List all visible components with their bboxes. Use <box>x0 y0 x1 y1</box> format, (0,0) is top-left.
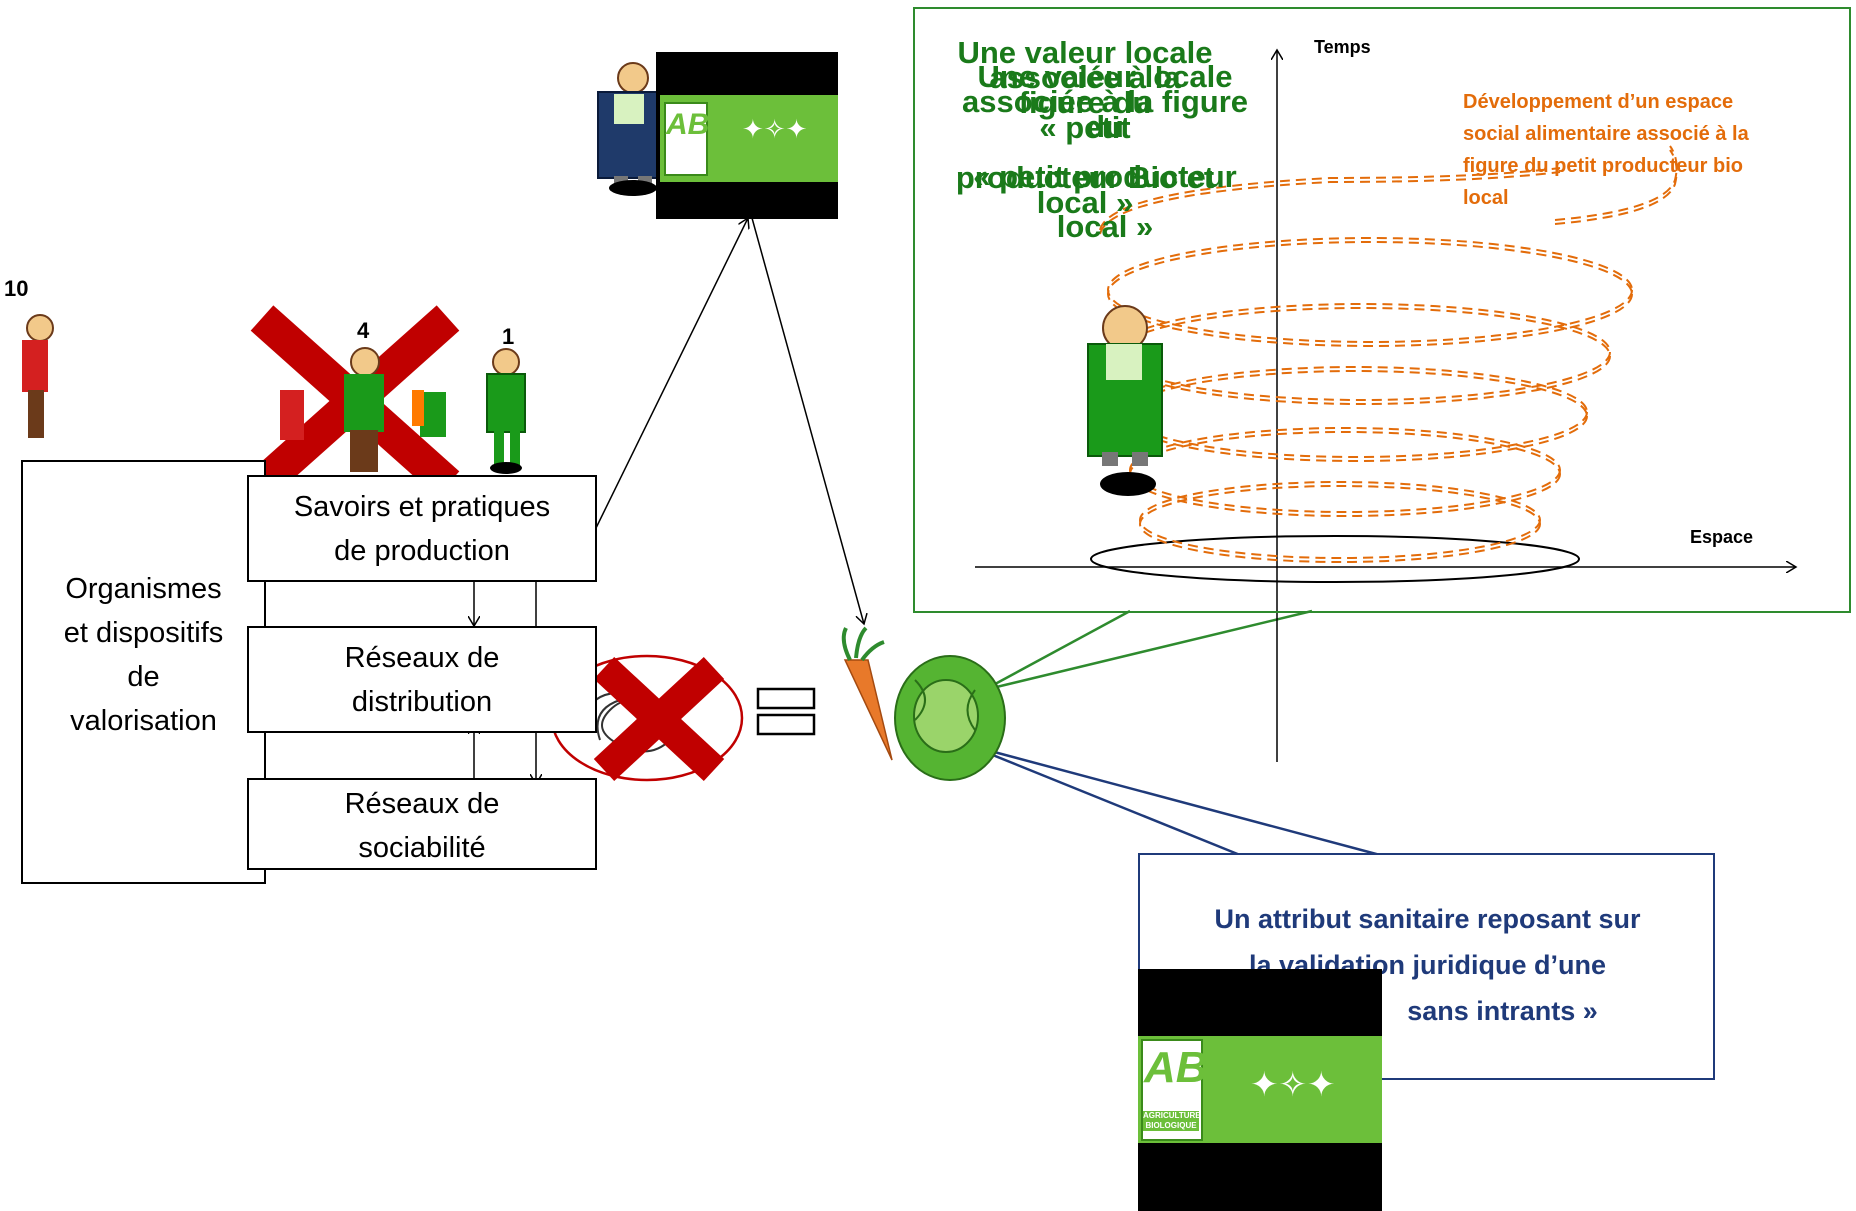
local-value-title-layer2: Une valeur locale associée à la figure d… <box>961 59 1249 244</box>
distribution-label-line: Réseaux de <box>344 642 500 674</box>
producer-count-4: 4 <box>357 318 370 343</box>
axis-label-temps: Temps <box>1314 37 1371 57</box>
ab-logo-letters: AB <box>666 108 710 141</box>
base-ellipse <box>1090 535 1580 583</box>
sociabilite-label-line: sociabilité <box>358 832 486 864</box>
lettuce-icon <box>894 655 1006 781</box>
producer-figure-green-icon <box>486 348 526 474</box>
ab-logo-caption: AGRICULTURE BIOLOGIQUE <box>1143 1111 1201 1131</box>
producer-count-1: 1 <box>502 324 515 349</box>
local-value-title-layer1: Une valeur locale associée à la figure d… <box>955 35 1215 220</box>
savoirs-label-line: Savoirs et pratiques <box>293 491 551 523</box>
producer-figure-group-icon <box>280 347 446 472</box>
producer-figure-red-icon <box>22 314 54 438</box>
spiral-panel <box>913 7 1851 613</box>
ab-organic-logo-top: AB ✦✧✦ <box>656 52 838 219</box>
sociabilite-label-line: Réseaux de <box>344 788 500 820</box>
producer-count-10: 10 <box>4 276 29 301</box>
sociabilite-box: Réseaux de sociabilité <box>247 778 597 870</box>
organismes-label-line: et dispositifs <box>63 617 224 649</box>
distribution-box: Réseaux de distribution <box>247 626 597 733</box>
distribution-label-line: distribution <box>351 686 493 718</box>
equals-sign-bottom <box>756 713 816 736</box>
ab-logo-letters: AB <box>1144 1043 1208 1092</box>
organismes-label-line: valorisation <box>70 705 217 737</box>
producer-figure-navy-icon <box>597 62 663 196</box>
equals-sign-top <box>756 687 816 710</box>
ab-organic-logo-bottom: AB AGRICULTURE BIOLOGIQUE ✦✧✦ <box>1138 969 1382 1211</box>
sanitary-callout-text: Un attribut sanitaire reposant sur la va… <box>1214 904 1641 1026</box>
carrot-icon <box>841 626 893 761</box>
organismes-label-line: Organismes <box>65 573 222 605</box>
orange-caption: Développement d’un espace social aliment… <box>1463 91 1749 209</box>
red-cross-icon <box>593 657 725 781</box>
axis-label-espace: Espace <box>1690 527 1754 547</box>
eu-leaf-icon: ✦✧✦ <box>742 114 808 144</box>
organismes-label-line: de <box>127 661 160 693</box>
producer-figure-green-large-icon <box>1087 305 1163 496</box>
savoirs-box: Savoirs et pratiques de production <box>247 475 597 582</box>
savoirs-label-line: de production <box>334 535 510 567</box>
organismes-box: Organismes et dispositifs de valorisatio… <box>21 460 266 884</box>
eu-leaf-icon: ✦✧✦ <box>1250 1066 1336 1104</box>
